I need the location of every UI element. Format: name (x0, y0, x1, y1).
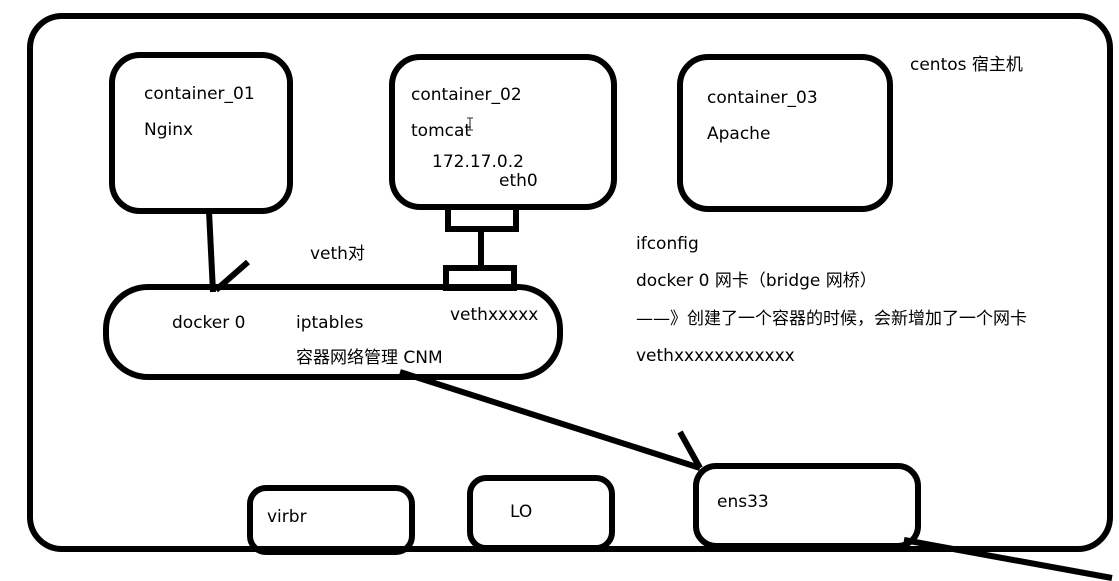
docker0-bridge-shape (103, 284, 563, 380)
virbr-label: virbr (267, 507, 307, 527)
eth0-port (445, 204, 519, 232)
iptables-label: iptables (296, 313, 364, 333)
ens33-arrow-tick (677, 430, 703, 470)
ens33-box (693, 463, 921, 549)
container-03-app: Apache (707, 124, 771, 144)
nginx-arrow-head (214, 259, 250, 293)
container-02-iface: eth0 (499, 171, 538, 191)
host-label: centos 宿主机 (910, 55, 1023, 75)
cnm-to-ens33-line (399, 369, 701, 471)
lo-box (467, 475, 615, 551)
lo-label: LO (510, 502, 533, 522)
container-01-name: container_01 (144, 84, 255, 104)
docker0-label: docker 0 (172, 313, 246, 333)
veth-label: vethxxxxx (450, 305, 539, 325)
container-03-name: container_03 (707, 88, 818, 108)
container-02-ip: 172.17.0.2 (432, 152, 524, 172)
note-ifconfig: ifconfig (636, 234, 699, 254)
cnm-label: 容器网络管理 CNM (296, 348, 443, 368)
ens33-label: ens33 (717, 492, 769, 512)
note-veth-name: vethxxxxxxxxxxxx (636, 346, 795, 366)
veth-pair-label: veth对 (310, 244, 365, 264)
ens33-external-link (903, 537, 1113, 581)
container-03-box (677, 54, 893, 212)
veth-port (443, 265, 517, 291)
container-01-app: Nginx (144, 120, 194, 140)
note-docker0-nic: docker 0 网卡（bridge 网桥） (636, 271, 877, 291)
virbr-box (247, 485, 415, 555)
container-02-app: tomcat (411, 121, 472, 141)
nginx-link (206, 210, 216, 293)
note-new-nic: ——》创建了一个容器的时候，会新增加了一个网卡 (636, 309, 1027, 329)
container-02-name: container_02 (411, 85, 522, 105)
text-cursor-icon (467, 117, 473, 131)
container-01-box (109, 52, 293, 214)
